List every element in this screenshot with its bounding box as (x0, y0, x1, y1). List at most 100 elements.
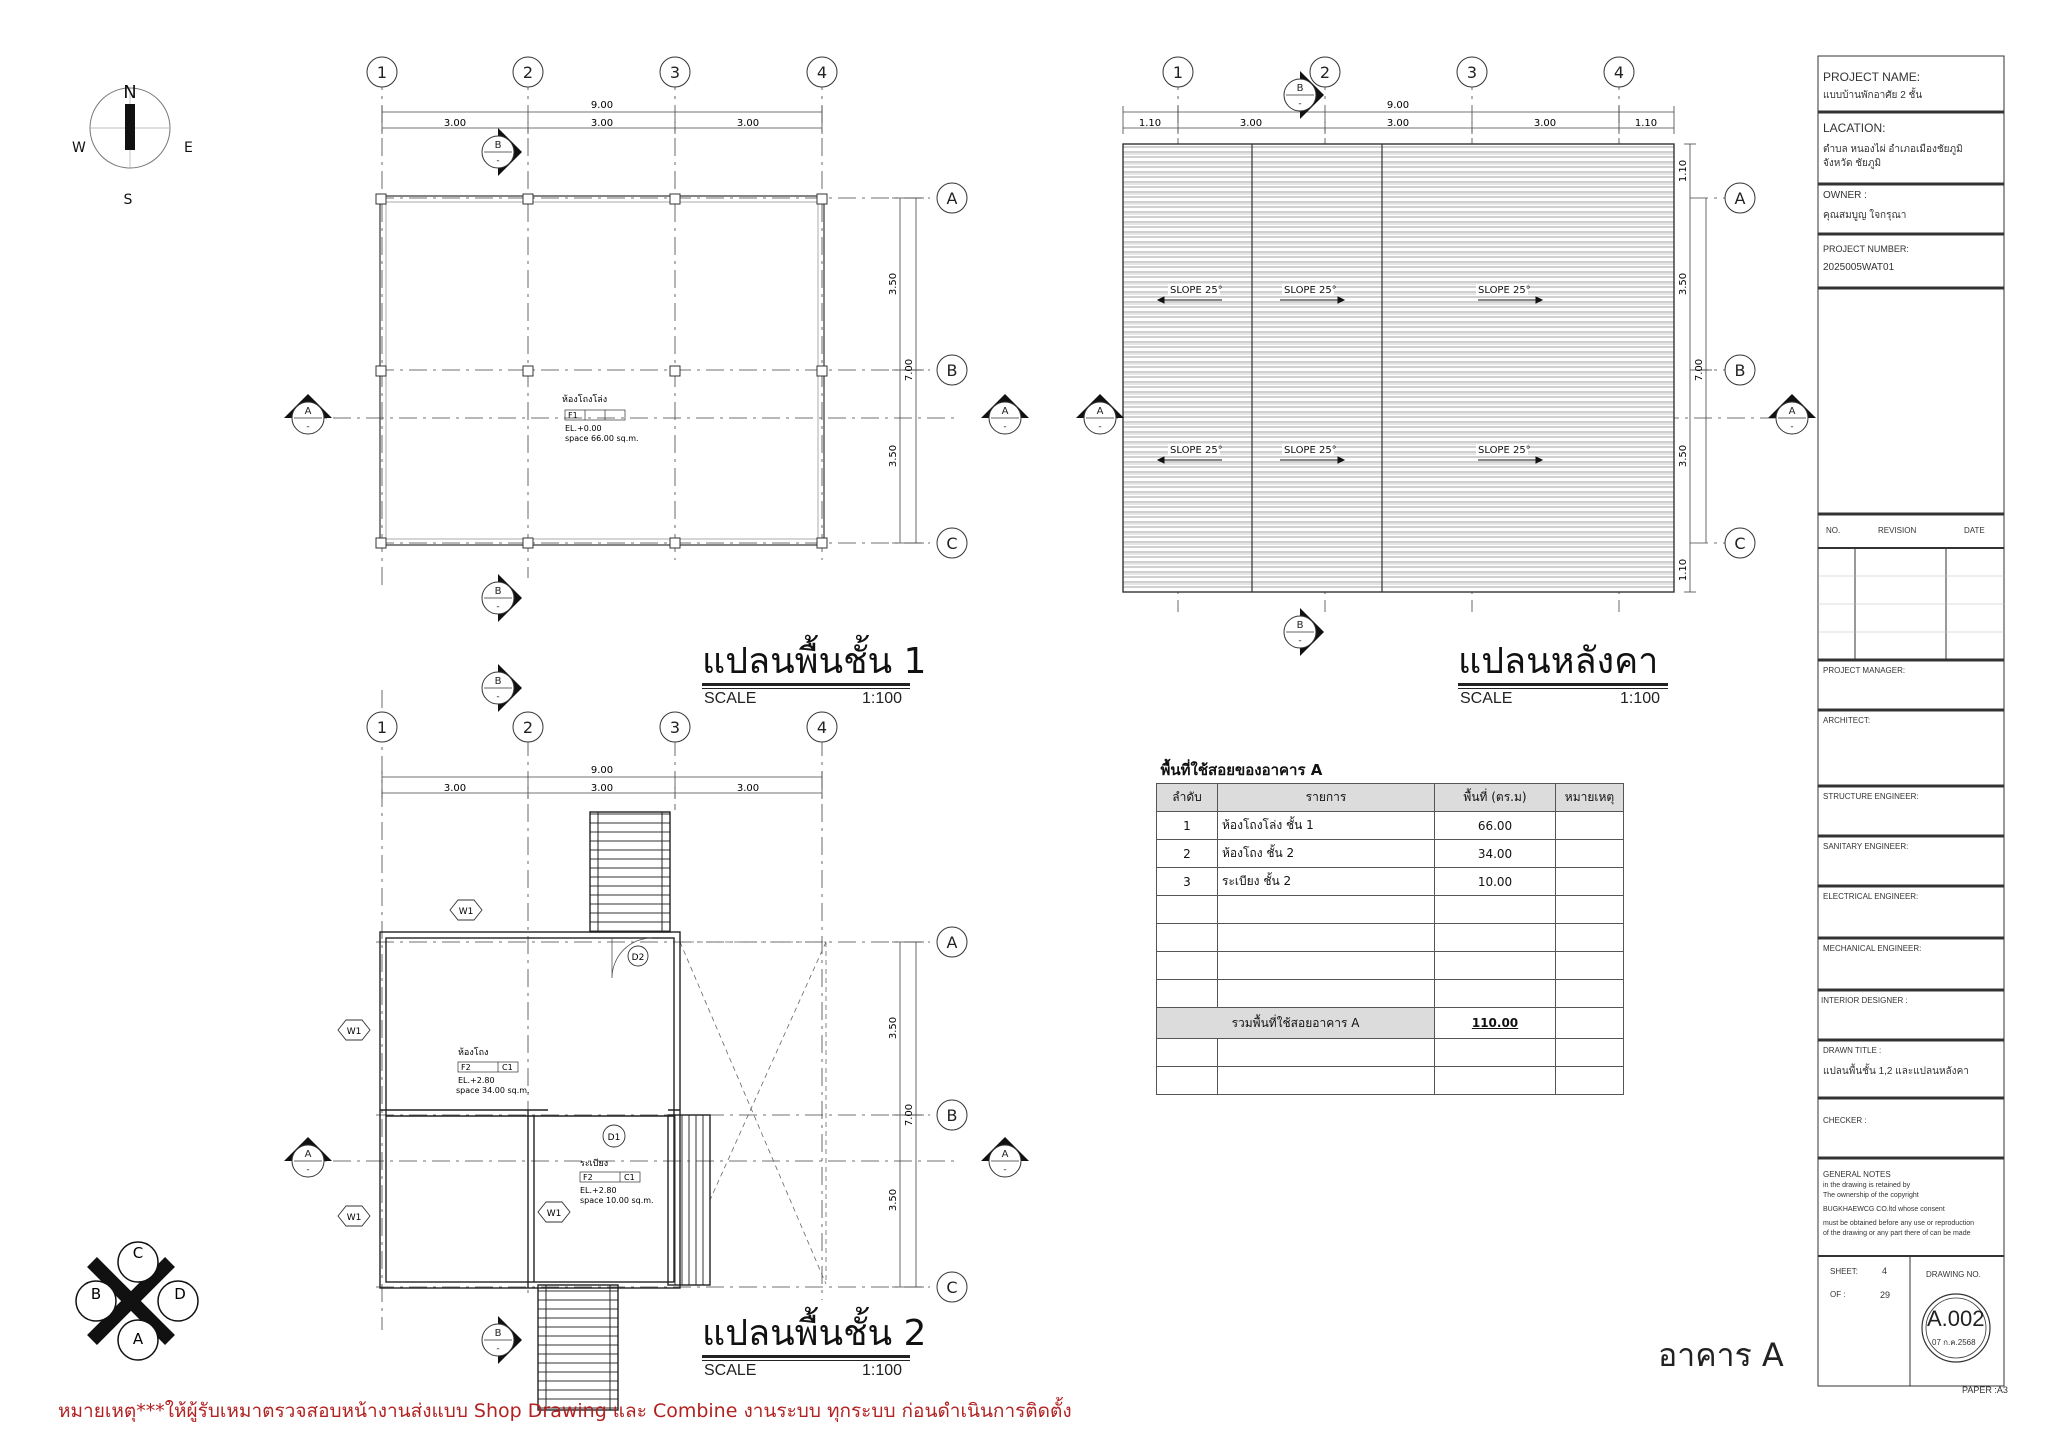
tb-location-1: ตำบล หนองไผ่ อำเภอเมืองชัยภูมิ (1823, 144, 1963, 155)
table-row-empty (1156, 979, 1624, 1008)
section-marker-roof-b-top: B- (1283, 71, 1324, 119)
plan1-room-space: space 66.00 sq.m. (565, 434, 639, 443)
plan2-room1-tag: F2 (461, 1063, 471, 1072)
row-note (1555, 867, 1624, 896)
window-tag-w1-left (337, 1019, 371, 1041)
tb-location-label: LACATION: (1823, 121, 1886, 135)
section-marker-plan1-b-bottom-label: B (495, 586, 502, 597)
plan1-dim-total-v: 7.00 (904, 359, 915, 381)
grid-bubble-roof-row-A-label: A (1735, 189, 1746, 208)
plan2-room1-el: EL.+2.80 (458, 1076, 495, 1085)
section-marker-plan1-a-left: A- (284, 394, 332, 435)
section-marker-roof-a-left-label: A (1097, 406, 1104, 417)
w1-label-top: W1 (459, 907, 474, 917)
grid-bubble-roof-3-label: 3 (1467, 63, 1477, 82)
section-marker-plan1-a-left-sub: - (306, 422, 309, 432)
row-no: 2 (1156, 839, 1218, 868)
plan-roof: 9.00 1.10 3.00 3.00 3.00 1.10 1.10 3.50 … (1100, 72, 1780, 612)
grid-bubble-roof-2-label: 2 (1320, 63, 1330, 82)
section-marker-plan2-a-right-sub: - (1003, 1165, 1006, 1175)
section-marker-plan1-a-right: A- (981, 394, 1029, 435)
section-marker-plan2-b-top-label: B (495, 676, 502, 687)
roof-dim-bay-1: 3.00 (1240, 118, 1262, 129)
row-area: 10.00 (1434, 867, 1556, 896)
plan2-room1-tag2: C1 (502, 1063, 513, 1072)
tb-structure-engineer: STRUCTURE ENGINEER: (1823, 792, 1919, 801)
grid-bubble-plan1-4: 4 (806, 56, 838, 88)
plan1-dim-row-2: 3.50 (888, 445, 899, 467)
plan1-dim-bay-2: 3.00 (591, 118, 613, 129)
tb-project-name-label: PROJECT NAME: (1823, 70, 1921, 84)
plan2-dim-total-v: 7.00 (904, 1104, 915, 1126)
grid-bubble-plan2-row-C-label: C (946, 1278, 957, 1297)
roof-title: แปลนหลังคา (1458, 641, 1659, 682)
row-item: ห้องโถงโล่ง ชั้น 1 (1217, 811, 1435, 840)
roof-dim-overhang-l: 1.10 (1139, 118, 1161, 129)
roof-slope-3: SLOPE 25° (1478, 285, 1531, 296)
row-item: ห้องโถง ชั้น 2 (1217, 839, 1435, 868)
grid-bubble-plan1-3: 3 (659, 56, 691, 88)
roof-dim-bay-3: 3.00 (1534, 118, 1556, 129)
grid-bubble-roof-1-label: 1 (1173, 63, 1183, 82)
w1-label-inner: W1 (547, 1209, 562, 1219)
section-marker-roof-a-right: A- (1768, 394, 1816, 435)
row-area: 66.00 (1434, 811, 1556, 840)
grid-bubble-plan2-4-label: 4 (817, 718, 827, 737)
section-marker-plan1-b-top-sub: - (496, 156, 499, 166)
tb-drawing-no: A.002 (1927, 1306, 1985, 1331)
section-marker-plan1-a-right-sub: - (1003, 422, 1006, 432)
area-table-header-area: พื้นที่ (ตร.ม) (1434, 783, 1556, 812)
area-table-header-no: ลำดับ (1156, 783, 1218, 812)
grid-bubble-plan2-3-label: 3 (670, 718, 680, 737)
plan2-room2-space: space 10.00 sq.m. (580, 1196, 654, 1205)
section-marker-plan1-b-top-label: B (495, 140, 502, 151)
tb-general-notes-1: in the drawing is retained by (1823, 1182, 1911, 1189)
plan2-dim-bay-3: 3.00 (737, 783, 759, 794)
plan2-dim-total: 9.00 (591, 765, 613, 776)
roof-slope-2: SLOPE 25° (1284, 285, 1337, 296)
tb-general-notes-2: The ownership of the copyright (1823, 1192, 1919, 1199)
grid-bubble-plan1-row-A-label: A (947, 189, 958, 208)
section-markers: A-A-B-B-A-A-B-B-A-A-B-B- (284, 71, 1816, 1364)
section-marker-plan2-a-right: A- (981, 1137, 1029, 1178)
section-marker-roof-b-top-sub: - (1298, 99, 1301, 109)
window-tag-w1-left2 (337, 1205, 371, 1227)
section-marker-plan2-a-left-label: A (305, 1149, 312, 1160)
section-marker-roof-a-right-label: A (1789, 406, 1796, 417)
area-table-title: พื้นที่ใช้สอยของอาคาร A (1156, 756, 1624, 784)
tb-drawn-title-label: DRAWN TITLE : (1823, 1046, 1882, 1055)
tb-project-name: แบบบ้านพักอาศัย 2 ชั้น (1823, 90, 1923, 101)
plan2-dim-row-2: 3.50 (888, 1189, 899, 1211)
grid-bubble-roof-row-B: B (1724, 354, 1756, 386)
key-plan-d: D (174, 1285, 186, 1303)
area-table: พื้นที่ใช้สอยของอาคาร A ลำดับ รายการ พื้… (1156, 756, 1624, 1095)
grid-bubble-plan2-2-label: 2 (523, 718, 533, 737)
key-plan: C B D A (75, 1241, 199, 1361)
plan1-scale-value: 1:100 (862, 690, 903, 707)
row-item: ระเบียง ชั้น 2 (1217, 867, 1435, 896)
section-marker-plan2-b-top-sub: - (496, 692, 499, 702)
roof-dim-row-1: 3.50 (1678, 273, 1689, 295)
section-marker-plan2-a-right-label: A (1002, 1149, 1009, 1160)
plan2-scale-label: SCALE (704, 1362, 757, 1379)
plan2-title: แปลนพื้นชั้น 2 (702, 1313, 927, 1354)
w1-label-left: W1 (347, 1027, 362, 1037)
grid-bubble-roof-4: 4 (1603, 56, 1635, 88)
section-marker-roof-b-bottom: B- (1283, 608, 1324, 656)
plan2-dim-bay-1: 3.00 (444, 783, 466, 794)
grid-bubble-roof-row-A: A (1724, 182, 1756, 214)
footer-note: หมายเหตุ***ให้ผู้รับเหมาตรวจสอบหน้างานส่… (58, 1400, 1072, 1422)
paper-size: PAPER :A3 (1962, 1385, 2008, 1395)
row-area: 34.00 (1434, 839, 1556, 868)
tb-location-2: จังหวัด ชัยภูมิ (1823, 158, 1882, 169)
roof-dim-total: 9.00 (1387, 100, 1409, 111)
grid-bubble-plan2-1: 1 (366, 711, 398, 743)
tb-rev-no: NO. (1826, 526, 1841, 535)
grid-bubble-plan2-row-B: B (936, 1099, 968, 1131)
row-note (1555, 811, 1624, 840)
table-row: 3 ระเบียง ชั้น 2 10.00 (1156, 867, 1624, 896)
row-no: 3 (1156, 867, 1218, 896)
tb-of-value: 29 (1880, 1290, 1891, 1300)
grid-bubble-roof-4-label: 4 (1614, 63, 1624, 82)
